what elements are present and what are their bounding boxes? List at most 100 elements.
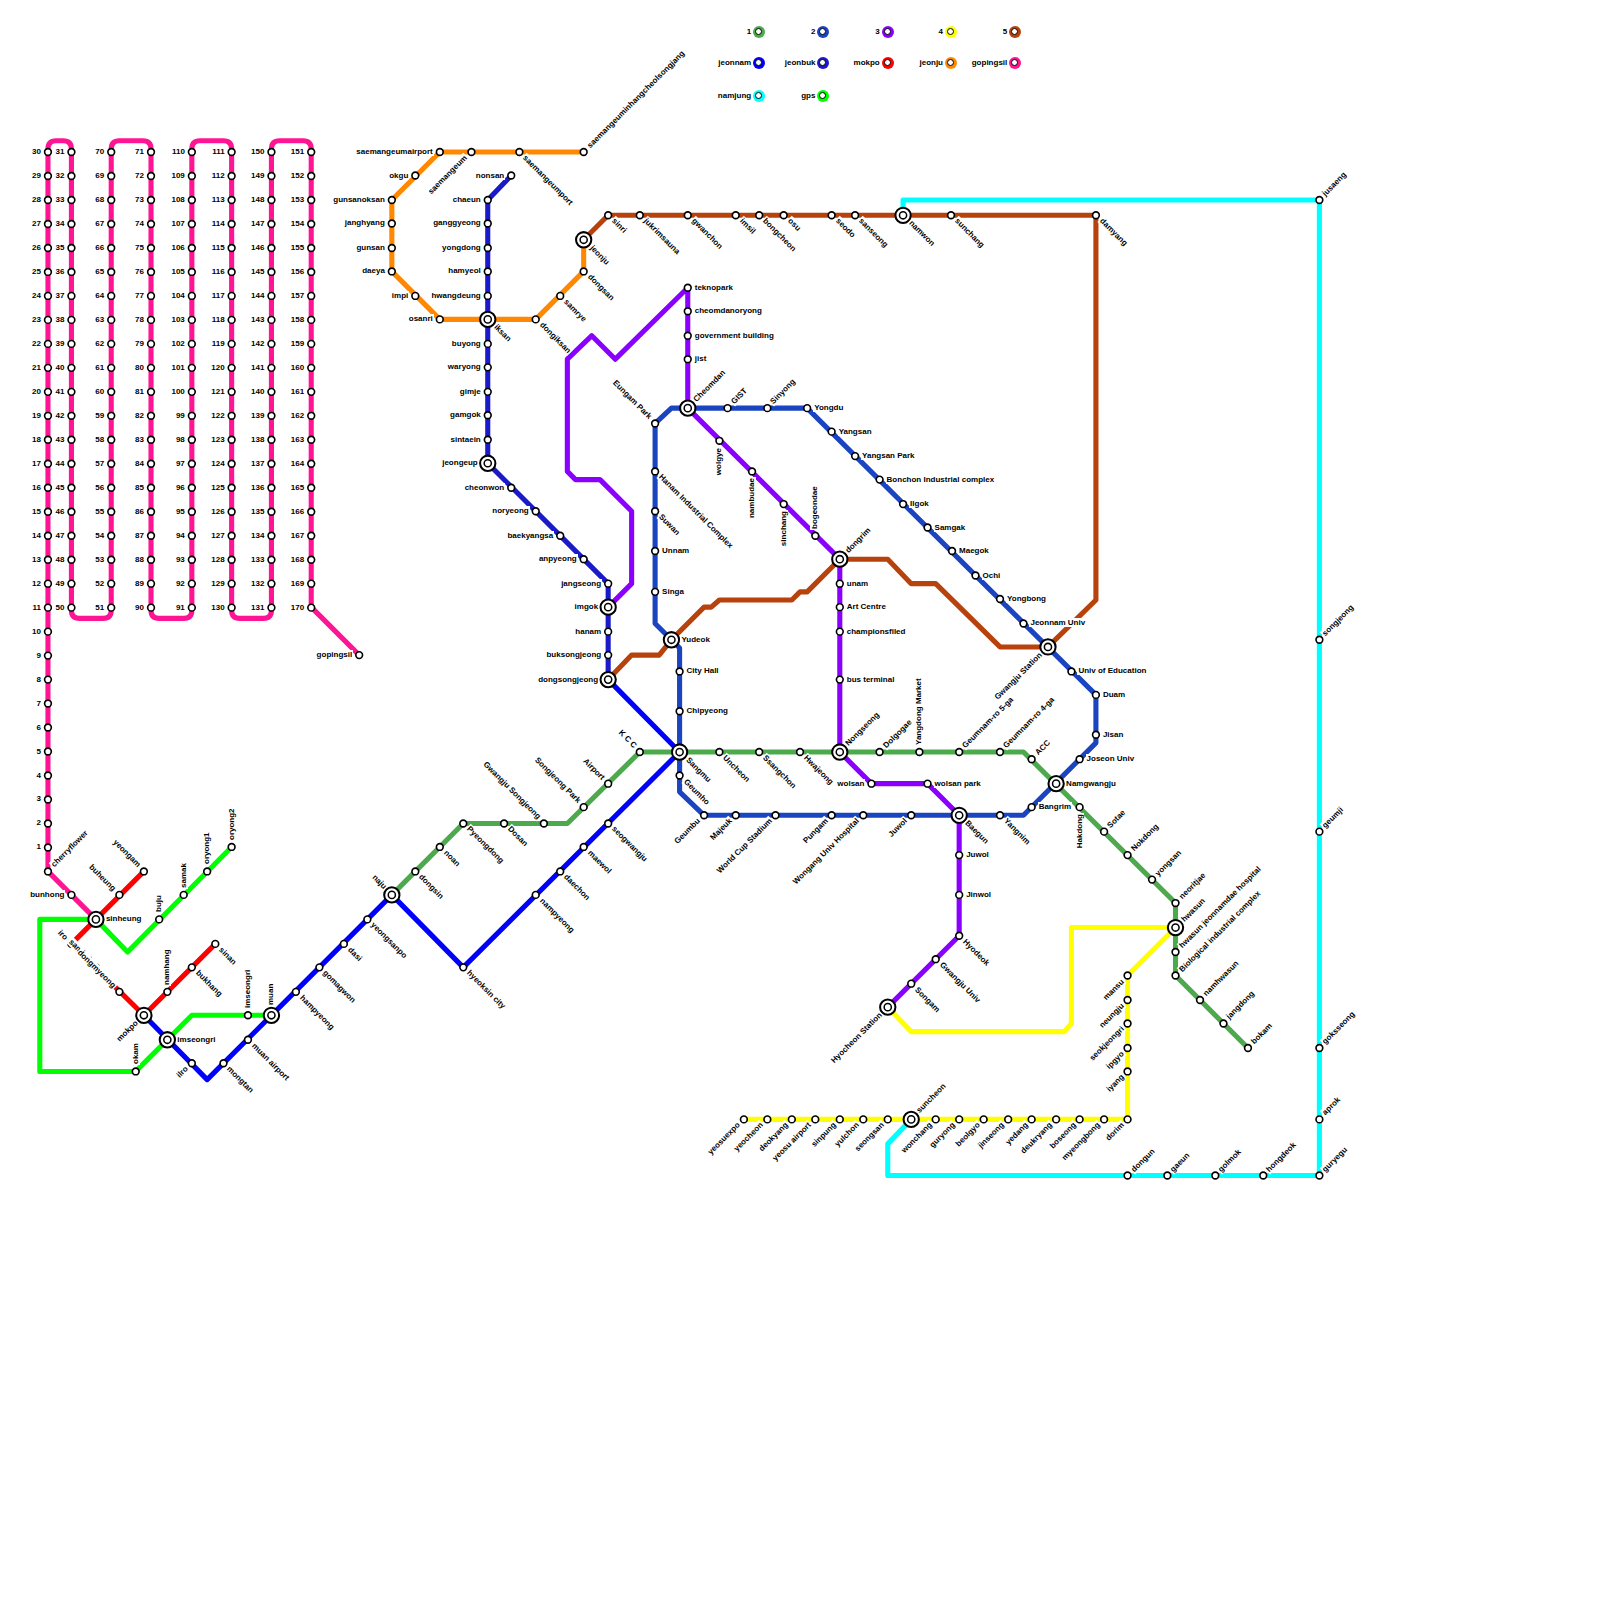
station-dot (188, 317, 195, 324)
station-name: yongdong (441, 243, 482, 252)
station-dot (684, 332, 691, 339)
swatch-core (947, 28, 954, 35)
station-dot (1093, 692, 1100, 699)
station-dot (108, 388, 115, 395)
station-dot (148, 269, 155, 276)
station-number: 82 (134, 411, 145, 420)
station-number: 37 (55, 291, 66, 300)
interchange-dot (1040, 639, 1055, 654)
station-dot (308, 556, 315, 563)
station-name: dongmyeong (75, 947, 118, 990)
station-dot (308, 197, 315, 204)
station-dot (188, 149, 195, 156)
station-name: dorim (1103, 1120, 1127, 1144)
station-name: baekyangsa (506, 531, 554, 540)
station-name: jangdong (1224, 989, 1257, 1022)
station-dot (45, 317, 52, 324)
station-dot (45, 700, 52, 707)
station-dot (68, 341, 75, 348)
station-dot (308, 580, 315, 587)
station-name: osanri (408, 314, 434, 323)
station-name: Yangsan Park (861, 451, 915, 460)
station-number: 138 (250, 435, 265, 444)
station-dot (156, 916, 163, 923)
station-name: Duam (1102, 690, 1126, 699)
station-dot (45, 245, 52, 252)
station-dot (1005, 1116, 1012, 1123)
station-dot (188, 436, 195, 443)
station-dot (228, 364, 235, 371)
station-dot (557, 868, 564, 875)
station-name: Singa (661, 587, 685, 596)
station-name: Gwangju Univ (937, 960, 982, 1005)
station-dot (980, 1116, 987, 1123)
station-dot (45, 412, 52, 419)
station-dot (956, 892, 963, 899)
station-number: 117 (211, 291, 226, 300)
station-name: Nongseong (843, 710, 882, 749)
station-name: jusaeng (1320, 169, 1349, 198)
station-name: hanam (574, 627, 602, 636)
station-number: 123 (210, 435, 225, 444)
legend-text: 2 (810, 27, 816, 36)
station-dot (1093, 731, 1100, 738)
station-dot (188, 221, 195, 228)
station-dot (460, 820, 467, 827)
station-number: 63 (94, 315, 105, 324)
station-name: government building (694, 331, 775, 340)
station-dot (412, 172, 419, 179)
station-dot (228, 580, 235, 587)
station-dot (148, 484, 155, 491)
station-name: impi (391, 291, 409, 300)
station-dot (68, 532, 75, 539)
station-number: 154 (290, 219, 305, 228)
station-number: 170 (290, 603, 305, 612)
station-number: 88 (134, 555, 145, 564)
station-dot (68, 604, 75, 611)
station-dot (436, 844, 443, 851)
station-dot (956, 932, 963, 939)
station-name: Nokdong (1128, 821, 1160, 853)
station-number: 6 (36, 723, 42, 732)
station-dot (532, 316, 539, 323)
station-name: damyang (1097, 216, 1130, 249)
station-number: 73 (134, 195, 145, 204)
station-name: golmok (1216, 1146, 1244, 1174)
station-dot (828, 212, 835, 219)
station-number: 161 (290, 387, 305, 396)
station-number: 80 (134, 363, 145, 372)
station-name: Sotae (1105, 807, 1128, 830)
station-number: 116 (211, 267, 226, 276)
station-dot (68, 892, 75, 899)
station-dot (701, 812, 708, 819)
station-name: namhwasun (1201, 958, 1241, 998)
station-name: dongsongjeong (537, 675, 599, 684)
station-number: 158 (290, 315, 305, 324)
station-dot (484, 436, 491, 443)
interchange-core (484, 316, 491, 323)
station-dot (45, 173, 52, 180)
station-name: Joseon Univ (1086, 754, 1136, 763)
station-dot (308, 149, 315, 156)
station-number: 25 (31, 267, 42, 276)
interchange-dot (664, 632, 679, 647)
station-dot (308, 532, 315, 539)
legend-text: jeonbuk (784, 58, 817, 67)
station-dot (188, 580, 195, 587)
legend-swatch (1009, 26, 1021, 38)
station-number: 149 (250, 171, 265, 180)
station-name: muan (266, 983, 275, 1006)
station-dot (780, 212, 787, 219)
station-dot (580, 804, 587, 811)
station-name: sintaein (450, 435, 482, 444)
station-dot (148, 221, 155, 228)
station-name: imgok (574, 602, 600, 611)
interchange-dot (904, 1112, 919, 1127)
legend-swatch (817, 26, 829, 38)
station-name: imseongri (243, 969, 252, 1009)
station-number: 18 (31, 435, 42, 444)
station-name: GIST (728, 386, 749, 407)
station-number: 62 (94, 339, 105, 348)
station-name: jangseong (560, 579, 602, 588)
